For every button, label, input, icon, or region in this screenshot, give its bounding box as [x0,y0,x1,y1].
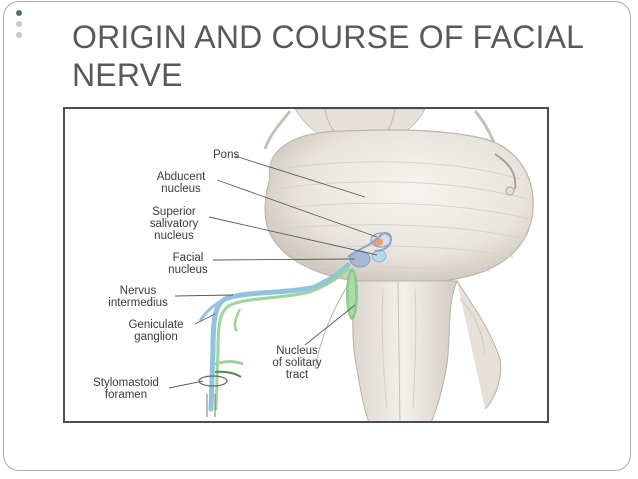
label-superior-line-1: Superior [152,206,196,218]
brainstem-illustration [168,109,534,421]
facial-nerve-course [198,262,351,417]
slide-title-line-1: ORIGIN AND COURSE OF FACIAL [72,19,585,55]
label-stylo-line-1: Stylomastoid [93,377,159,389]
label-abducent-nucleus: Abducent nucleus [147,171,215,195]
label-superior-line-3: nucleus [154,230,194,242]
label-geniculate-ganglion: Geniculate ganglion [121,319,191,343]
label-stylo-line-2: foramen [104,389,148,401]
label-abducent-line-1: Abducent [156,171,206,183]
label-superior-salivatory-nucleus: Superior salivatory nucleus [141,206,207,242]
label-superior-line-2: salivatory [149,218,199,230]
slide-title-line-2: NERVE [72,57,183,93]
label-abducent-line-2: nucleus [161,183,201,195]
label-nervus-line-2: intermedius [108,297,168,309]
nuclei [346,231,393,320]
slide-accent-dot [16,32,22,38]
slide-title: ORIGIN AND COURSE OF FACIAL NERVE [72,18,612,94]
label-solitary-line-3: tract [285,369,309,381]
medulla [314,280,502,421]
label-facial-line-2: nucleus [168,264,208,276]
label-facial-nucleus: Facial nucleus [165,252,211,276]
label-stylomastoid-foramen: Stylomastoid foramen [85,377,167,401]
label-solitary-line-1: Nucleus [276,345,318,357]
label-solitary-line-2: of solitary [272,357,322,369]
label-nucleus-solitary-tract: Nucleus of solitary tract [265,345,329,381]
slide-accent-dot [16,10,22,16]
label-facial-line-1: Facial [172,252,204,264]
label-nervus-line-1: Nervus [119,285,157,297]
superior-salivatory-nucleus-mark [371,249,387,263]
slide-accent-dot [16,21,22,27]
label-geniculate-line-1: Geniculate [128,319,184,331]
pons [264,129,534,285]
label-nervus-intermedius: Nervus intermedius [103,285,173,309]
label-pons: Pons [213,149,240,161]
facial-nerve-figure: Pons Abducent nucleus Superior salivator… [63,107,549,423]
leader-lines [168,155,378,389]
label-geniculate-line-2: ganglion [134,331,178,343]
